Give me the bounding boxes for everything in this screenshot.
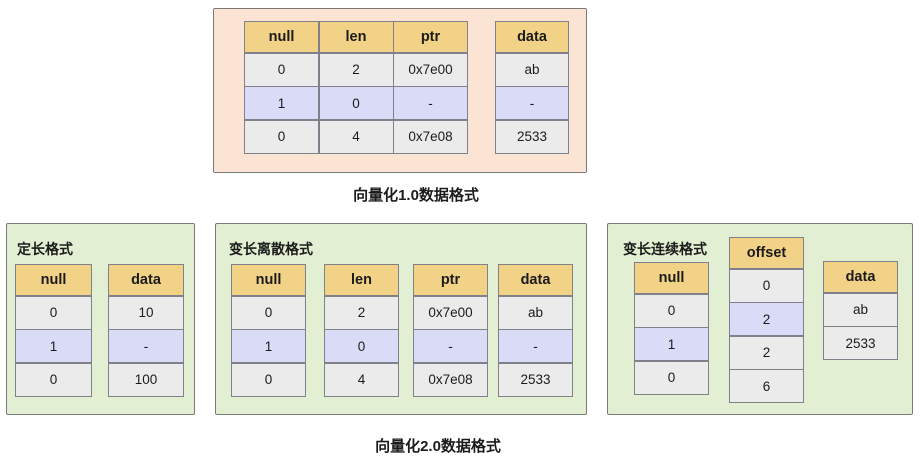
table-cell: ab xyxy=(496,53,568,86)
table-cell: 2533 xyxy=(496,120,568,153)
table-cell: 0x7e00 xyxy=(394,53,467,86)
panel-title-variable-discrete: 变长离散格式 xyxy=(229,241,313,257)
table-cell: 0 xyxy=(325,330,398,362)
column-header-null: null xyxy=(16,265,91,295)
table-cell: 0 xyxy=(730,269,803,302)
table-cell: 1 xyxy=(16,330,91,362)
table-cell: 2 xyxy=(730,303,803,335)
table-cell: 2533 xyxy=(499,363,572,396)
table-cell: ab xyxy=(499,296,572,329)
table-cell: 1 xyxy=(245,87,318,119)
table-cell: - xyxy=(109,330,183,362)
table-cell: 0 xyxy=(16,296,91,329)
table-cell: 4 xyxy=(319,120,393,153)
column-header-len: len xyxy=(325,265,398,295)
table-cell: 4 xyxy=(325,363,398,396)
column-header-null: null xyxy=(232,265,305,295)
table-cell: 0 xyxy=(232,363,305,396)
table-cell: 2 xyxy=(319,53,393,86)
panel-title-fixed-length: 定长格式 xyxy=(17,241,73,257)
column-header-null: null xyxy=(635,263,708,293)
table-cell: - xyxy=(499,330,572,362)
table-cell: 100 xyxy=(109,363,183,396)
table-cell: 2533 xyxy=(824,327,897,359)
column-header-offset: offset xyxy=(730,238,803,268)
column-header-len: len xyxy=(319,22,393,52)
table-cell: 0x7e08 xyxy=(414,363,487,396)
column-header-null: null xyxy=(245,22,318,52)
table-cell: - xyxy=(414,330,487,362)
caption-vectorization-2: 向量化2.0数据格式 xyxy=(375,438,501,455)
caption-vectorization-1: 向量化1.0数据格式 xyxy=(353,187,479,204)
column-header-data: data xyxy=(109,265,183,295)
table-cell: 10 xyxy=(109,296,183,329)
table-cell: 0 xyxy=(319,87,393,119)
table-cell: 2 xyxy=(730,336,803,369)
table-cell: 2 xyxy=(325,296,398,329)
table-cell: 1 xyxy=(635,328,708,360)
table-cell: - xyxy=(394,87,467,119)
column-header-ptr: ptr xyxy=(414,265,487,295)
table-cell: ab xyxy=(824,293,897,326)
table-cell: 0 xyxy=(245,120,318,153)
column-header-data: data xyxy=(496,22,568,52)
column-header-ptr: ptr xyxy=(394,22,467,52)
table-cell: 0 xyxy=(635,361,708,394)
table-cell: 6 xyxy=(730,370,803,402)
column-header-data: data xyxy=(499,265,572,295)
table-cell: 1 xyxy=(232,330,305,362)
table-cell: 0x7e08 xyxy=(394,120,467,153)
table-cell: 0 xyxy=(16,363,91,396)
table-cell: 0 xyxy=(232,296,305,329)
column-header-data: data xyxy=(824,262,897,292)
panel-title-variable-continuous: 变长连续格式 xyxy=(623,241,707,257)
table-cell: 0 xyxy=(245,53,318,86)
table-cell: 0x7e00 xyxy=(414,296,487,329)
table-cell: 0 xyxy=(635,294,708,327)
table-cell: - xyxy=(496,87,568,119)
